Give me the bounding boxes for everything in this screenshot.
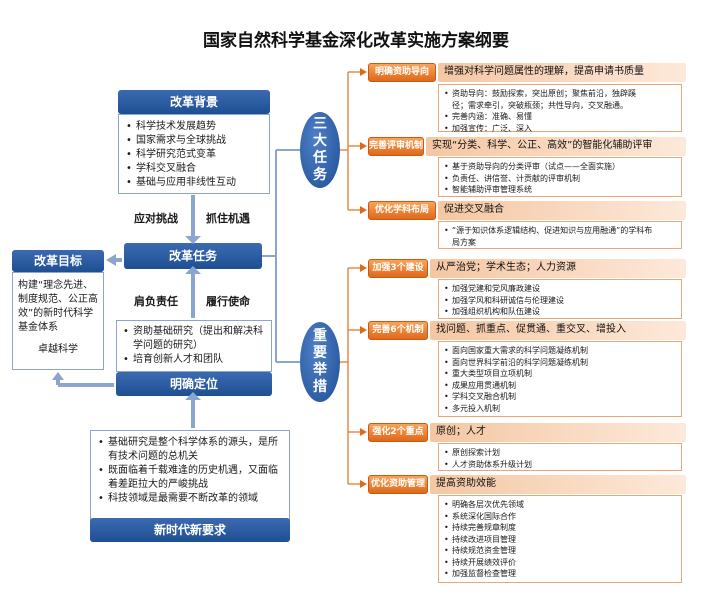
- task-header: 改革任务: [124, 243, 262, 269]
- list-item: 科学技术发展趋势: [125, 120, 263, 134]
- list-item: 系统深化国际合作: [443, 511, 677, 523]
- background-header: 改革背景: [118, 90, 270, 114]
- list-item: 持续规范资金管理: [443, 545, 677, 557]
- list-item: 重大类型项目立项机制: [443, 368, 677, 380]
- list-item: 原创探索计划: [443, 447, 677, 459]
- list-item: 科学研究范式变革: [125, 148, 263, 162]
- background-panel: 科学技术发展趋势 国家需求与全球挑战 科学研究范式变革 学科交叉融合 基础与应用…: [118, 114, 270, 194]
- list-item: 既面临着千载难逢的历史机遇，又面临着差距拉大的严峻挑战: [97, 464, 283, 492]
- measure-btn-focus: 强化2个重点: [368, 423, 428, 442]
- measure-btn-mechanism: 完善6个机制: [368, 321, 428, 340]
- task-btn-layout: 优化学科布局: [368, 201, 436, 220]
- list-item: 学科交叉融合机制: [443, 391, 677, 403]
- list-item: 加强组织机构和队伍建设: [443, 306, 677, 318]
- measure-head-management: 提高资助效能: [430, 475, 686, 494]
- list-item: 基础研究是整个科学体系的源头，是所有技术问题的总机关: [97, 436, 283, 464]
- list-item: 面向国家重大需求的科学问题凝练机制: [443, 345, 677, 357]
- list-item: 资助基础研究（提出和解决科学问题的研究）: [122, 325, 266, 353]
- goal-sub: 卓越科学: [38, 344, 78, 355]
- three-tasks-label: 三 大 任 务: [313, 116, 327, 183]
- goal-header: 改革目标: [12, 250, 104, 272]
- requirements-list: 基础研究是整个科学体系的源头，是所有技术问题的总机关 既面临着千载难逢的历史机遇…: [97, 436, 283, 506]
- list-item: 负责任、讲信誉、计贡献的评审机制: [443, 173, 677, 185]
- goal-panel: 构建“理念先进、制度规范、公正高效”的新时代科学基金体系 卓越科学: [12, 272, 104, 370]
- position-panel: 资助基础研究（提出和解决科学问题的研究） 培育创新人才和团队: [116, 320, 272, 372]
- list-item: 基于资助导向的分类评审（试点——全面实施）: [443, 161, 677, 173]
- list-item: 学科交叉融合: [125, 162, 263, 176]
- requirements-header: 新时代新要求: [90, 518, 290, 542]
- list-item: 人才资助体系升级计划: [443, 459, 677, 471]
- measure-box-focus: 原创探索计划 人才资助体系升级计划: [438, 443, 682, 471]
- three-tasks-oval: 三 大 任 务: [300, 112, 340, 188]
- task-btn-guidance: 明确资助导向: [368, 63, 436, 82]
- label-seize: 抓住机遇: [206, 212, 250, 225]
- label-responsibility: 肩负责任: [134, 295, 178, 308]
- measure-box-management: 明确各层次优先领域 系统深化国际合作 持续完善规章制度 持续改进项目管理 持续规…: [438, 495, 682, 583]
- list-item: 加强党建和党风廉政建设: [443, 283, 677, 295]
- list-item: 明确各层次优先领域: [443, 499, 677, 511]
- list-item: 加强监督检查管理: [443, 568, 677, 580]
- measure-box-build: 加强党建和党风廉政建设 加强学风和科研诚信与伦理建设 加强组织机构和队伍建设: [438, 279, 682, 319]
- task-head-layout: 促进交叉融合: [438, 201, 686, 220]
- position-list: 资助基础研究（提出和解决科学问题的研究） 培育创新人才和团队: [122, 325, 266, 367]
- list-item: 持续完善规章制度: [443, 522, 677, 534]
- key-measures-oval: 重 要 举 措: [300, 322, 340, 402]
- measure-btn-build: 加强3个建设: [368, 259, 428, 278]
- list-item: 持续开展绩效评价: [443, 557, 677, 569]
- measure-box-mechanism: 面向国家重大需求的科学问题凝练机制 面向世界科学前沿的科学问题凝练机制 重大类型…: [438, 341, 682, 417]
- list-item: “源于知识体系逻辑结构、促进知识与应用融通”的学科布局方案: [443, 225, 677, 248]
- measure-head-focus: 原创；人才: [430, 423, 686, 442]
- requirements-panel: 基础研究是整个科学体系的源头，是所有技术问题的总机关 既面临着千载难逢的历史机遇…: [90, 430, 290, 520]
- list-item: 完善内涵：准确、易懂: [443, 111, 677, 123]
- task-btn-review: 完善评审机制: [368, 137, 424, 156]
- measure-head-build: 从严治党；学术生态；人力资源: [430, 259, 686, 278]
- task-head-review: 实现“分类、科学、公正、高效”的智能化辅助评审: [426, 137, 686, 156]
- list-item: 培育创新人才和团队: [122, 353, 266, 367]
- list-item: 加强学风和科研诚信与伦理建设: [443, 295, 677, 307]
- position-header: 明确定位: [116, 372, 272, 396]
- list-item: 国家需求与全球挑战: [125, 134, 263, 148]
- list-item: 智能辅助评审管理系统: [443, 184, 677, 196]
- page-title: 国家自然科学基金深化改革实施方案纲要: [203, 31, 509, 51]
- list-item: 资助导向：鼓励探索，突出原创；聚焦前沿，独辟蹊径；需求牵引，突破瓶颈；共性导向，…: [443, 88, 677, 111]
- label-mission: 履行使命: [206, 295, 250, 308]
- measure-btn-management: 优化资助管理: [368, 475, 428, 494]
- list-item: 科技领域是最需要不断改革的领域: [97, 492, 283, 506]
- list-item: 持续改进项目管理: [443, 534, 677, 546]
- task-box-layout: “源于知识体系逻辑结构、促进知识与应用融通”的学科布局方案: [438, 221, 682, 249]
- background-list: 科学技术发展趋势 国家需求与全球挑战 科学研究范式变革 学科交叉融合 基础与应用…: [125, 120, 263, 190]
- list-item: 多元投入机制: [443, 403, 677, 415]
- goal-text: 构建“理念先进、制度规范、公正高效”的新时代科学基金体系: [18, 280, 98, 333]
- list-item: 基础与应用非线性互动: [125, 176, 263, 190]
- task-box-review: 基于资助导向的分类评审（试点——全面实施） 负责任、讲信誉、计贡献的评审机制 智…: [438, 157, 682, 197]
- list-item: 加强宣传：广泛、深入: [443, 123, 677, 135]
- label-respond: 应对挑战: [134, 212, 178, 225]
- list-item: 成果应用贯通机制: [443, 380, 677, 392]
- measure-head-mechanism: 找问题、抓重点、促贯通、重交叉、增投入: [430, 321, 686, 340]
- list-item: 面向世界科学前沿的科学问题凝练机制: [443, 357, 677, 369]
- key-measures-label: 重 要 举 措: [313, 328, 327, 395]
- task-head-guidance: 增强对科学问题属性的理解，提高申请书质量: [438, 63, 686, 82]
- task-box-guidance: 资助导向：鼓励探索，突出原创；聚焦前沿，独辟蹊径；需求牵引，突破瓶颈；共性导向，…: [438, 84, 682, 135]
